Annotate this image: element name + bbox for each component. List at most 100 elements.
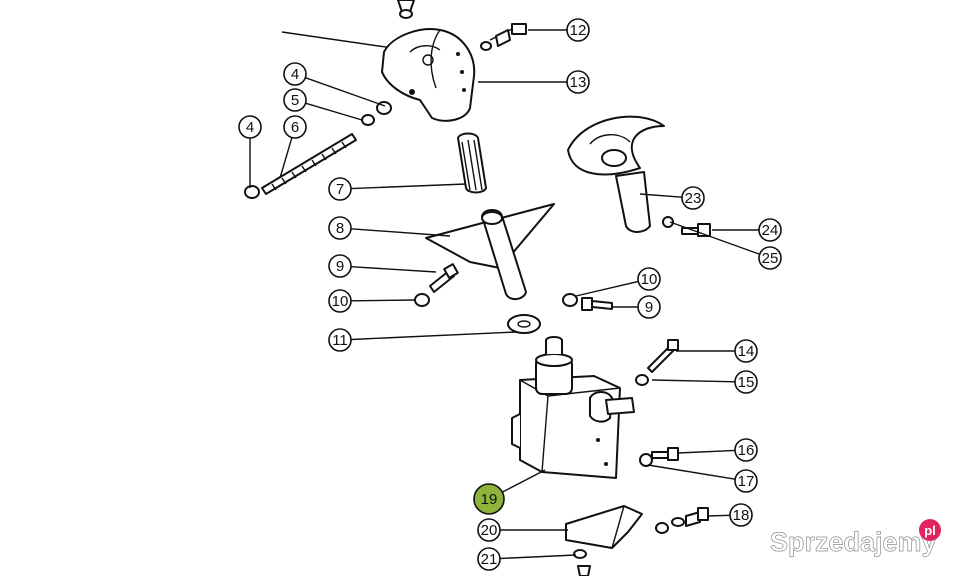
callout-circle [758, 246, 782, 270]
watermark-badge-icon [919, 519, 941, 541]
callout-number: 9 [645, 299, 653, 316]
callout-number: 5 [291, 92, 299, 109]
callout-number: 24 [762, 222, 779, 239]
leader-line [279, 137, 293, 179]
callout-4: 4 [283, 62, 386, 107]
leader-line [499, 554, 577, 560]
leader-line [350, 183, 467, 190]
callout-circle [328, 177, 352, 201]
callout-number: 6 [291, 119, 299, 136]
callout-circle [477, 518, 501, 542]
callout-circle [734, 339, 758, 363]
callout-20: 20 [477, 518, 568, 542]
bolt-9-left-part [429, 263, 459, 293]
bracket-20-part [565, 505, 643, 549]
callout-number: 18 [733, 507, 750, 524]
callout-circle [734, 370, 758, 394]
callout-circle [283, 115, 307, 139]
callout-circle [758, 218, 782, 242]
callout-number: 19 [481, 491, 498, 508]
washer-17-part [639, 453, 653, 467]
splined-shaft-part [457, 132, 487, 194]
callout-circle [681, 186, 705, 210]
watermark-badge-text: pl [924, 523, 936, 538]
callout-number: 11 [332, 332, 348, 349]
callout-group: 12 13 4 5 4 6 7 8 9 10 11 10 9 23 24 25 14 15 16 17 19 18 20 21 [238, 18, 782, 571]
callout-number: 25 [762, 250, 779, 267]
callout-9: 9 [612, 295, 661, 319]
callout-15: 15 [651, 370, 758, 394]
callout-number: 21 [481, 551, 498, 568]
callout-16: 16 [677, 438, 758, 462]
callout-circle [637, 267, 661, 291]
callout-number: 15 [738, 374, 755, 391]
leader-line [647, 464, 736, 480]
callout-11: 11 [328, 328, 517, 352]
callout-25: 25 [669, 221, 782, 270]
callout-number: 7 [336, 181, 344, 198]
disc-23-part [567, 115, 665, 233]
callout-number: 8 [336, 220, 344, 237]
callout-23: 23 [639, 186, 705, 210]
callout-7: 7 [328, 177, 467, 201]
bolt-16-part [651, 447, 679, 461]
callout-4: 4 [238, 115, 262, 188]
blade-holder-part [425, 203, 555, 300]
leader-line [651, 379, 736, 383]
callout-5: 5 [283, 88, 363, 121]
callout-14: 14 [676, 339, 758, 363]
leader-line [350, 228, 451, 237]
callout-10: 10 [575, 267, 661, 297]
top-bolt-part [397, 0, 415, 19]
leader-line [498, 469, 546, 495]
callout-number: 10 [332, 293, 349, 310]
callout-number: 10 [641, 271, 658, 288]
threaded-rod-part [244, 133, 357, 199]
leader-line [706, 514, 731, 517]
callout-8: 8 [328, 216, 451, 240]
callout-circle [328, 254, 352, 278]
callout-circle [328, 289, 352, 313]
callout-circle [238, 115, 262, 139]
bolt-18-part [655, 507, 709, 534]
callout-number: 20 [481, 522, 498, 539]
callout-circle [283, 62, 307, 86]
watermark: Sprzedajemy pl [770, 519, 941, 557]
upper-housing-part [381, 28, 476, 122]
gearbox-19-part [511, 336, 635, 479]
bolt-14-part [647, 339, 679, 373]
callout-circle [729, 503, 753, 527]
callout-number: 23 [685, 190, 702, 207]
leader-line [305, 77, 386, 107]
callout-number: 13 [570, 74, 587, 91]
callout-number: 14 [738, 343, 755, 360]
washer-25-part [662, 216, 674, 228]
callout-circle [477, 547, 501, 571]
callout-circle [734, 438, 758, 462]
bolt-24-part [681, 223, 711, 237]
callout-24: 24 [712, 218, 782, 242]
callout-circle [328, 328, 352, 352]
callout-18: 18 [706, 503, 753, 527]
callout-circle [566, 70, 590, 94]
callout-number: 12 [570, 22, 587, 39]
callout-number: 9 [336, 258, 344, 275]
callout-circle [566, 18, 590, 42]
washer-21-part [573, 549, 591, 576]
leader-line [350, 331, 517, 341]
callout-9: 9 [328, 254, 437, 278]
callout-circle [283, 88, 307, 112]
leader-line [350, 299, 417, 302]
nut-washer-part [361, 101, 392, 126]
callout-number: 4 [291, 66, 299, 83]
callout-number: 17 [738, 473, 755, 490]
callout-13: 13 [478, 70, 590, 94]
leader-line [305, 102, 363, 121]
nut-10-left-part [414, 293, 430, 307]
leader-line [639, 193, 683, 198]
callout-12: 12 [528, 18, 590, 42]
bolt-12-part [480, 23, 527, 51]
callout-circle [328, 216, 352, 240]
callout-10: 10 [328, 289, 417, 313]
